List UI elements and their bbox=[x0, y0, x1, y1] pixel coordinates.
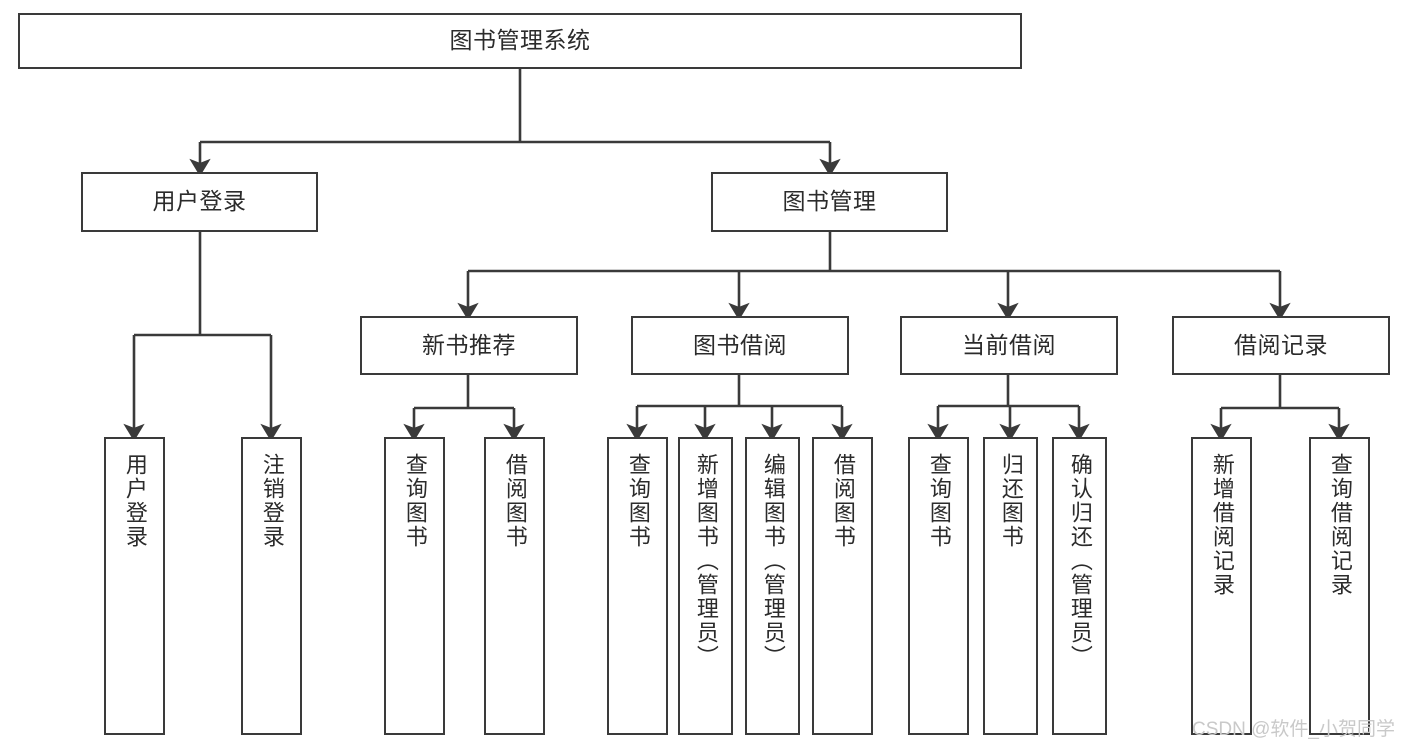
leaf-query-books-new-book[interactable]: 查询图书 bbox=[384, 437, 445, 735]
leaf-borrow-books-borrowing[interactable]: 借阅图书 bbox=[812, 437, 873, 735]
node-book-management-label: 图书管理 bbox=[782, 188, 877, 215]
csdn-watermark: CSDN @软件_小贺同学 bbox=[1192, 719, 1395, 740]
node-user-login-label: 用户登录 bbox=[152, 188, 247, 215]
node-book-management[interactable]: 图书管理 bbox=[711, 172, 948, 232]
leaf-edit-book-admin-label: 编辑图书（管理员） bbox=[760, 453, 786, 669]
leaf-add-borrow-record-label: 新增借阅记录 bbox=[1209, 453, 1235, 597]
node-root-book-management-system[interactable]: 图书管理系统 bbox=[18, 13, 1022, 69]
node-current-borrowing-label: 当前借阅 bbox=[962, 331, 1056, 358]
leaf-query-books-current[interactable]: 查询图书 bbox=[908, 437, 969, 735]
leaf-query-books-new-book-label: 查询图书 bbox=[402, 453, 428, 549]
leaf-user-login-label: 用户登录 bbox=[122, 453, 148, 549]
leaf-query-borrow-record[interactable]: 查询借阅记录 bbox=[1309, 437, 1370, 735]
node-new-book-recommendation[interactable]: 新书推荐 bbox=[360, 316, 578, 375]
leaf-logout[interactable]: 注销登录 bbox=[241, 437, 302, 735]
leaf-confirm-return-admin-label: 确认归还（管理员） bbox=[1067, 453, 1093, 669]
leaf-query-books-borrowing[interactable]: 查询图书 bbox=[607, 437, 668, 735]
leaf-return-books[interactable]: 归还图书 bbox=[983, 437, 1038, 735]
leaf-query-books-borrowing-label: 查询图书 bbox=[625, 453, 651, 549]
leaf-add-book-admin-label: 新增图书（管理员） bbox=[693, 453, 719, 669]
node-current-borrowing[interactable]: 当前借阅 bbox=[900, 316, 1118, 375]
leaf-query-borrow-record-label: 查询借阅记录 bbox=[1327, 453, 1353, 597]
leaf-borrow-books-new-book[interactable]: 借阅图书 bbox=[484, 437, 545, 735]
leaf-query-books-current-label: 查询图书 bbox=[926, 453, 952, 549]
node-user-login[interactable]: 用户登录 bbox=[81, 172, 318, 232]
leaf-borrow-books-new-book-label: 借阅图书 bbox=[502, 453, 528, 549]
node-borrowing-records-label: 借阅记录 bbox=[1234, 331, 1328, 358]
leaf-logout-label: 注销登录 bbox=[259, 453, 285, 549]
node-root-label: 图书管理系统 bbox=[449, 27, 591, 54]
node-book-borrowing-label: 图书借阅 bbox=[693, 331, 787, 358]
node-book-borrowing[interactable]: 图书借阅 bbox=[631, 316, 849, 375]
leaf-borrow-books-borrowing-label: 借阅图书 bbox=[830, 453, 856, 549]
leaf-user-login[interactable]: 用户登录 bbox=[104, 437, 165, 735]
node-borrowing-records[interactable]: 借阅记录 bbox=[1172, 316, 1390, 375]
leaf-add-book-admin[interactable]: 新增图书（管理员） bbox=[678, 437, 733, 735]
leaf-edit-book-admin[interactable]: 编辑图书（管理员） bbox=[745, 437, 800, 735]
leaf-add-borrow-record[interactable]: 新增借阅记录 bbox=[1191, 437, 1252, 735]
node-new-book-recommendation-label: 新书推荐 bbox=[422, 331, 516, 358]
leaf-confirm-return-admin[interactable]: 确认归还（管理员） bbox=[1052, 437, 1107, 735]
leaf-return-books-label: 归还图书 bbox=[998, 453, 1024, 549]
